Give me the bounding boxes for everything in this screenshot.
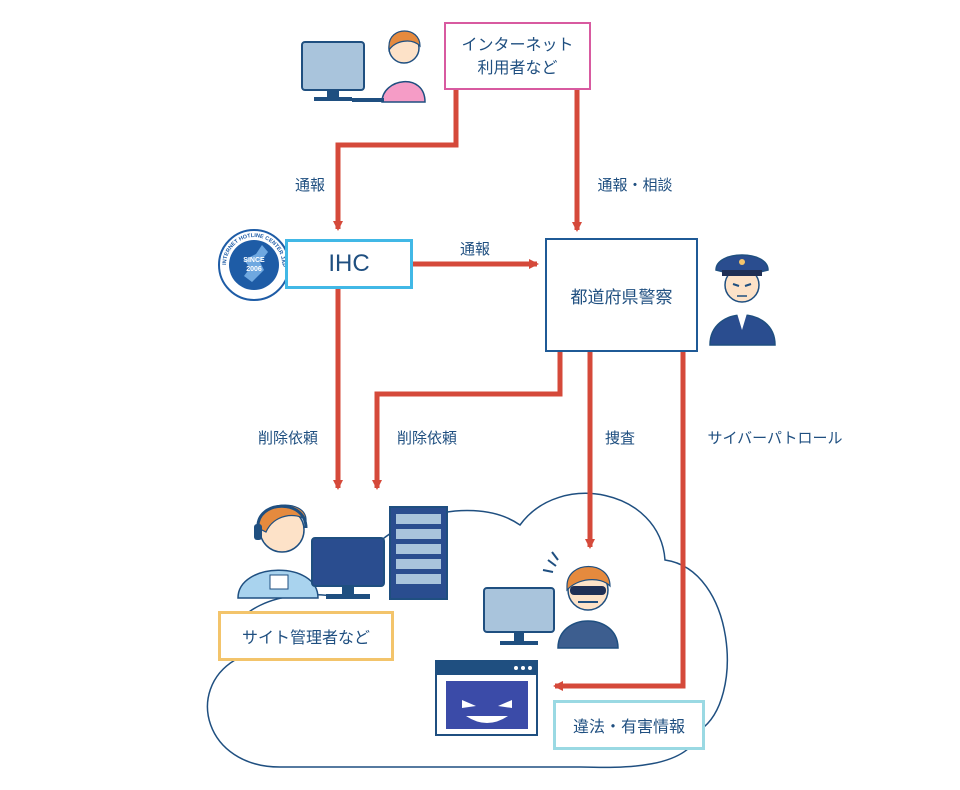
edge-label-cyber-patrol: サイバーパトロール	[707, 429, 842, 447]
logo-since-year: 2006	[246, 266, 262, 273]
arrow-cyber-patrol	[553, 352, 686, 691]
ihc-logo: SINCE 2006 INTERNET HOTLINE CENTER JAPAN	[0, 0, 290, 301]
ihc-label: IHC	[328, 250, 370, 277]
svg-text:INTERNET HOTLINE CENTER JAPAN: INTERNET HOTLINE CENTER JAPAN	[0, 0, 286, 267]
logo-since-label: SINCE	[243, 257, 265, 264]
edge-label-user-to-ihc: 通報	[295, 176, 325, 194]
hacker-illustration	[483, 551, 619, 649]
internet-users-line2: 利用者など	[477, 58, 558, 77]
illegal-info-label: 違法・有害情報	[572, 717, 685, 736]
site-admin-illustration	[237, 504, 385, 599]
logo-ring-text: INTERNET HOTLINE CENTER JAPAN	[0, 0, 286, 267]
police-label: 都道府県警察	[570, 287, 673, 308]
server-illustration	[389, 506, 448, 600]
internet-users-box: インターネット 利用者など	[444, 22, 591, 90]
internet-user-illustration	[301, 30, 426, 103]
edge-label-investigation: 捜査	[605, 429, 635, 447]
malicious-window-illustration	[435, 660, 538, 736]
internet-users-line1: インターネット	[461, 35, 574, 54]
illegal-info-box: 違法・有害情報	[553, 700, 705, 750]
edge-label-ihc-delete: 削除依頼	[258, 429, 318, 447]
arrow-police-delete	[372, 352, 563, 490]
site-admins-label: サイト管理者など	[241, 628, 370, 647]
arrow-user-to-ihc	[333, 90, 459, 231]
police-officer-illustration	[709, 254, 776, 346]
edge-label-police-delete: 削除依頼	[397, 429, 457, 447]
site-admins-box: サイト管理者など	[218, 611, 394, 661]
edge-label-ihc-to-police: 通報	[460, 240, 490, 258]
edge-label-user-to-police: 通報・相談	[597, 176, 672, 194]
police-box: 都道府県警察	[545, 238, 698, 352]
ihc-box: IHC	[285, 239, 413, 289]
